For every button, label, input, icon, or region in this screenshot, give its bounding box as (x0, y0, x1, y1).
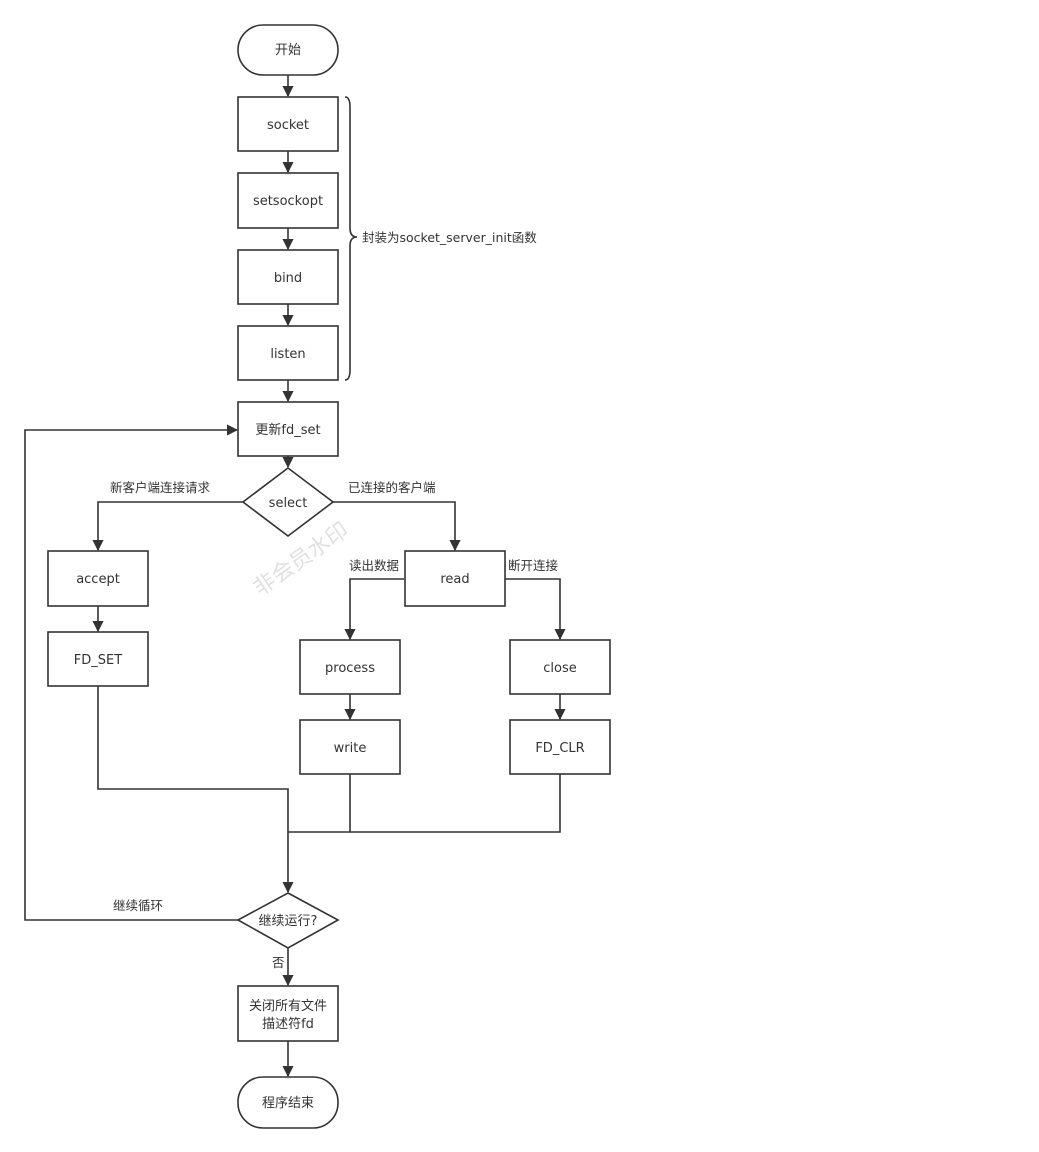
node-fd-set: FD_SET (47, 631, 149, 687)
node-read: read (404, 550, 506, 607)
node-end-label: 程序结束 (262, 1096, 314, 1111)
edge-select-read (333, 501, 461, 552)
node-setsockopt-label: setsockopt (253, 194, 323, 209)
label-continue-loop: 继续循环 (113, 898, 163, 913)
node-process: process (299, 639, 401, 695)
node-close-label: close (543, 661, 576, 676)
node-close-all-line2: 描述符fd (262, 1016, 314, 1032)
node-continue-running: 继续运行? (236, 892, 340, 949)
node-bind: bind (237, 249, 339, 305)
node-update-fd-set-label: 更新fd_set (255, 422, 320, 438)
node-socket-label: socket (267, 118, 309, 133)
label-brace-note: 封装为socket_server_init函数 (362, 230, 537, 245)
label-read-data: 读出数据 (349, 558, 399, 573)
node-fd-set-label: FD_SET (74, 653, 122, 668)
node-select-label: select (269, 496, 308, 511)
node-continue-running-label: 继续运行? (259, 914, 318, 929)
label-disconnect: 断开连接 (508, 558, 559, 573)
edge-read-close (505, 578, 566, 641)
brace (344, 96, 358, 381)
node-process-label: process (325, 661, 375, 676)
node-fd-clr-label: FD_CLR (535, 741, 584, 756)
node-setsockopt: setsockopt (237, 172, 339, 229)
node-start: 开始 (237, 24, 339, 76)
node-read-label: read (440, 572, 469, 587)
node-close-all-fds: 关闭所有文件 描述符fd (237, 985, 339, 1042)
node-select: select (241, 466, 335, 538)
label-connected-client: 已连接的客户端 (348, 480, 436, 495)
connectors (24, 75, 566, 1078)
node-close: close (509, 639, 611, 695)
watermark-text: 非会员水印 (249, 518, 353, 602)
edge-select-accept (92, 501, 243, 552)
node-accept: accept (47, 550, 149, 607)
edge-write-merge (288, 774, 351, 833)
label-new-client-request: 新客户端连接请求 (110, 480, 211, 495)
node-update-fd-set: 更新fd_set (237, 401, 339, 457)
node-write: write (299, 719, 401, 775)
node-start-label: 开始 (275, 43, 301, 58)
node-accept-label: accept (76, 572, 120, 587)
edge-fdset-merge (97, 686, 294, 894)
node-listen: listen (237, 325, 339, 381)
edge-read-process (344, 578, 404, 641)
node-bind-label: bind (274, 271, 302, 286)
node-socket: socket (237, 96, 339, 152)
edge-fdclr-merge (350, 774, 561, 833)
node-end: 程序结束 (237, 1076, 339, 1129)
edge-loop-back (24, 424, 239, 921)
node-write-label: write (334, 741, 367, 756)
label-no: 否 (272, 955, 285, 970)
node-close-all-line1: 关闭所有文件 (249, 999, 327, 1014)
node-listen-label: listen (270, 347, 305, 362)
node-fd-clr: FD_CLR (509, 719, 611, 775)
